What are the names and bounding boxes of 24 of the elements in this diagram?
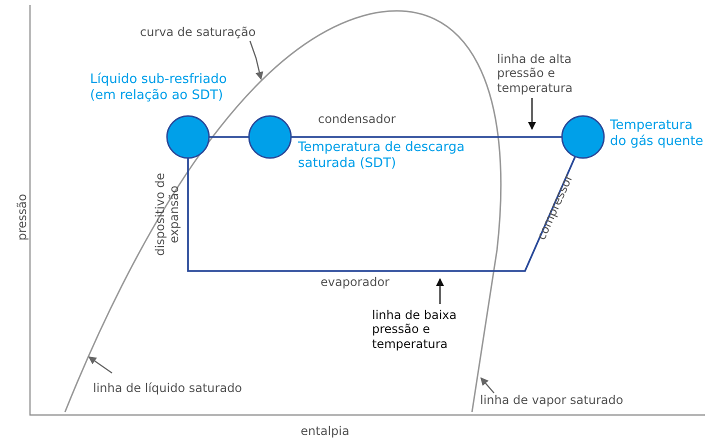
cycle-line <box>291 136 562 138</box>
annotation-text: curva de saturação <box>140 25 290 40</box>
axis-label: entalpia <box>300 424 350 438</box>
leader-arrow <box>88 356 112 374</box>
annotation-text: linha de baixa pressão e temperatura <box>372 308 462 352</box>
line-label: evaporador <box>320 275 390 290</box>
leader-arrow <box>528 98 536 130</box>
cycle-line <box>187 156 576 272</box>
point-label: Temperatura do gás quente <box>610 118 704 150</box>
annotation-text: linha de líquido saturado <box>93 381 293 396</box>
leader-arrow <box>436 278 444 304</box>
annotation-text: linha de vapor saturado <box>480 393 680 408</box>
state-point <box>166 115 210 159</box>
state-point <box>561 115 605 159</box>
annotation-text: linha de alta pressão e temperatura <box>497 52 622 96</box>
state-point <box>248 115 292 159</box>
line-label: dispositivo de expansão <box>153 172 182 258</box>
edge-label: condensador <box>318 112 396 126</box>
leader-arrow <box>480 377 494 394</box>
point-label: Temperatura de descarga saturada (SDT) <box>298 140 466 172</box>
leader-arrow <box>249 40 264 80</box>
point-label: Líquido sub-resfriado (em relação ao SDT) <box>90 72 228 104</box>
cycle-line <box>209 136 249 138</box>
axis-label: pressão <box>14 192 30 243</box>
